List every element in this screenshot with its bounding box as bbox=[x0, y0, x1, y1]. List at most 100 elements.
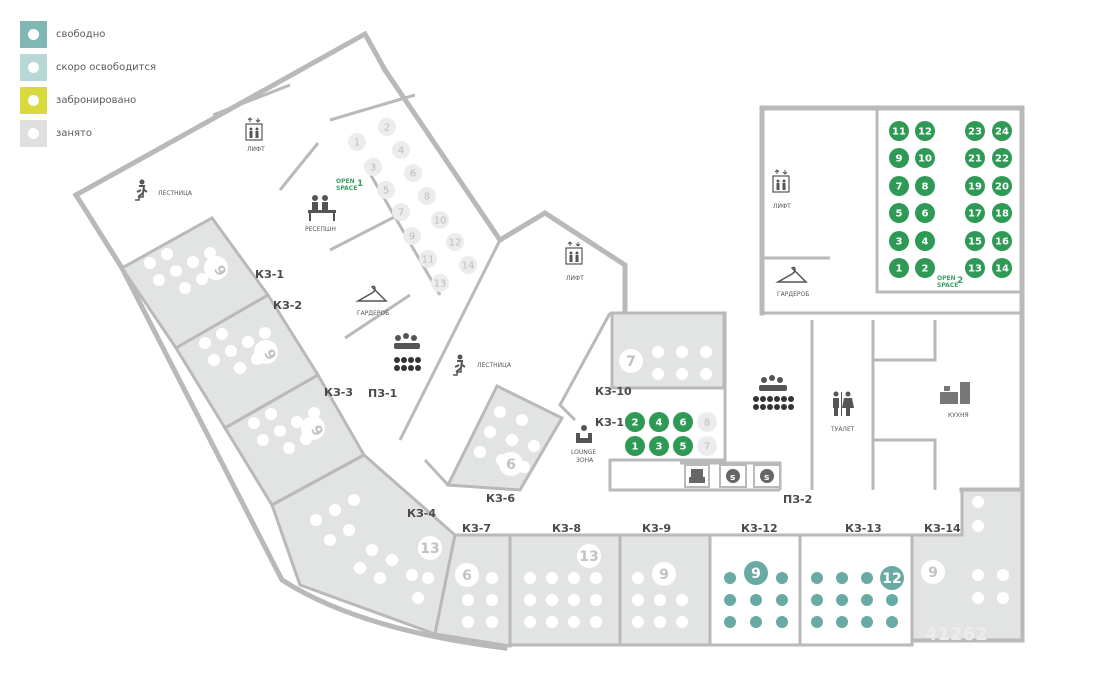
seat bbox=[676, 594, 688, 606]
seat bbox=[997, 569, 1009, 581]
seat bbox=[208, 354, 220, 366]
seat bbox=[776, 594, 788, 606]
open-space-seat-number: 10 bbox=[434, 216, 447, 227]
zone-p3-2: ПЗ-2 bbox=[783, 493, 812, 506]
open-space-seat-number: 5 bbox=[896, 209, 903, 220]
open-space-seat[interactable] bbox=[915, 231, 935, 251]
open-space-seat-number: 13 bbox=[434, 279, 447, 290]
open-space-seat[interactable] bbox=[915, 148, 935, 168]
open-space-seat[interactable] bbox=[965, 231, 985, 251]
k3-11-seat-number: 3 bbox=[656, 442, 663, 453]
open-space-seat[interactable] bbox=[889, 203, 909, 223]
seat bbox=[179, 282, 191, 294]
room-capacity: 6 bbox=[506, 457, 516, 473]
open-space-seat[interactable] bbox=[965, 121, 985, 141]
seat bbox=[776, 616, 788, 628]
room-label: КЗ-3 bbox=[324, 386, 353, 399]
elevator-icon-3 bbox=[772, 169, 790, 193]
open-space-seat[interactable] bbox=[965, 176, 985, 196]
open-space-seat[interactable] bbox=[915, 176, 935, 196]
seat bbox=[234, 362, 246, 374]
seat bbox=[308, 407, 320, 419]
k3-11-seat[interactable] bbox=[625, 436, 645, 456]
stairs-icon bbox=[135, 179, 148, 201]
open-space-seat[interactable] bbox=[992, 121, 1012, 141]
seat bbox=[524, 572, 536, 584]
room-capacity-badge bbox=[455, 563, 479, 587]
elevator-label-3: ЛИФТ bbox=[773, 203, 791, 210]
seat bbox=[524, 594, 536, 606]
open-space-seat[interactable] bbox=[992, 176, 1012, 196]
open-space-seat[interactable] bbox=[889, 176, 909, 196]
open-space-1-number: 1 bbox=[357, 179, 363, 189]
hanger-icon-2 bbox=[775, 266, 808, 283]
seat bbox=[187, 256, 199, 268]
stairs-label-1: ЛЕСТНИЦА bbox=[158, 190, 193, 197]
seat bbox=[861, 616, 873, 628]
room-capacity-badge bbox=[619, 349, 643, 373]
seat bbox=[776, 572, 788, 584]
room-capacity-badge bbox=[880, 566, 904, 590]
hanger-icon bbox=[355, 285, 388, 302]
room-label: КЗ-7 bbox=[462, 522, 491, 535]
legend-item: занято bbox=[20, 117, 156, 150]
open-space-seat-number: 9 bbox=[409, 232, 415, 243]
seat bbox=[724, 594, 736, 606]
open-space-seat[interactable] bbox=[965, 258, 985, 278]
k3-11-seat-number: 2 bbox=[632, 418, 639, 429]
open-space-seat-number: 11 bbox=[892, 127, 906, 138]
open-space-seat bbox=[392, 141, 410, 159]
open-space-seat-number: 22 bbox=[995, 154, 1009, 165]
seat bbox=[486, 594, 498, 606]
open-space-seat[interactable] bbox=[889, 148, 909, 168]
seat bbox=[886, 616, 898, 628]
k3-11-seat[interactable] bbox=[649, 412, 669, 432]
open-space-seat[interactable] bbox=[889, 231, 909, 251]
k3-11-seat[interactable] bbox=[673, 412, 693, 432]
open-space-seat[interactable] bbox=[915, 258, 935, 278]
seat bbox=[374, 572, 386, 584]
seat bbox=[329, 504, 341, 516]
seat bbox=[972, 592, 984, 604]
open-space-seat[interactable] bbox=[889, 258, 909, 278]
open-space-seat[interactable] bbox=[915, 121, 935, 141]
open-space-seat-number: 4 bbox=[398, 146, 404, 157]
seat bbox=[161, 248, 173, 260]
open-space-seat-number: 24 bbox=[995, 127, 1009, 138]
room-k3-8 bbox=[508, 533, 622, 647]
open-space-seat[interactable] bbox=[992, 231, 1012, 251]
k3-11-seat[interactable] bbox=[649, 436, 669, 456]
seat bbox=[546, 594, 558, 606]
room-capacity: 7 bbox=[626, 354, 636, 370]
room-label: КЗ-8 bbox=[552, 522, 581, 535]
stairs-label-2: ЛЕСТНИЦА bbox=[477, 362, 512, 369]
open-space-seat[interactable] bbox=[992, 203, 1012, 223]
seat bbox=[486, 616, 498, 628]
open-space-seat[interactable] bbox=[992, 258, 1012, 278]
seat bbox=[972, 520, 984, 532]
k3-11-seat[interactable] bbox=[673, 436, 693, 456]
k3-11-seat-number: 5 bbox=[680, 442, 687, 453]
seat bbox=[632, 572, 644, 584]
open-space-seat bbox=[419, 250, 437, 268]
open-space-seat-number: 11 bbox=[422, 255, 435, 266]
k3-11-seat[interactable] bbox=[625, 412, 645, 432]
room-label: КЗ-12 bbox=[741, 522, 778, 535]
open-space-seat[interactable] bbox=[889, 121, 909, 141]
room-capacity-badge bbox=[301, 416, 325, 440]
elevator-label-1: ЛИФТ bbox=[247, 146, 265, 153]
open-space-seat[interactable] bbox=[965, 148, 985, 168]
conference-icon-2 bbox=[753, 375, 794, 410]
room-label: КЗ-11 bbox=[595, 416, 632, 429]
open-space-seat[interactable] bbox=[915, 203, 935, 223]
open-space-seat[interactable] bbox=[965, 203, 985, 223]
room-capacity: 13 bbox=[420, 541, 439, 557]
seat bbox=[204, 247, 216, 259]
open-space-seat[interactable] bbox=[992, 148, 1012, 168]
seat bbox=[225, 345, 237, 357]
